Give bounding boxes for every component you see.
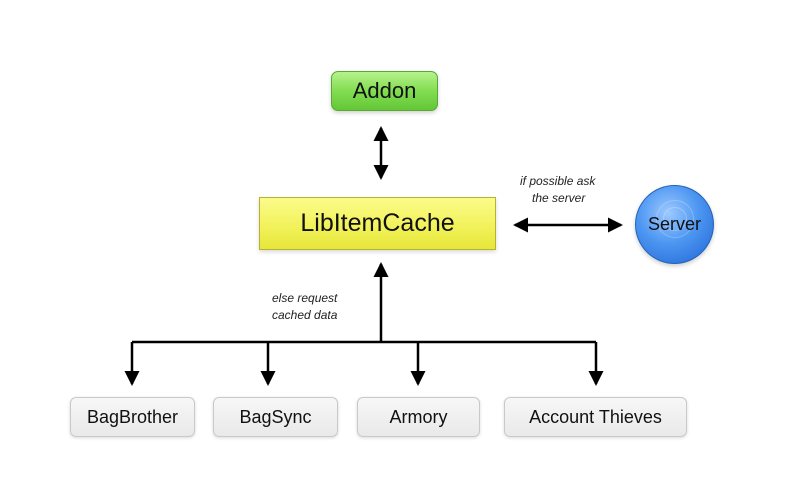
provider-account-thieves: Account Thieves (504, 397, 687, 437)
server-annotation-line-2: the server (532, 191, 586, 205)
cache-annotation-line-1: else request (272, 291, 338, 305)
server-annotation: if possible ask the server (520, 173, 595, 207)
server-node: Server (635, 185, 714, 264)
addon-node: Addon (331, 71, 438, 111)
provider-bagsync: BagSync (213, 397, 338, 437)
server-annotation-line-1: if possible ask (520, 174, 596, 188)
cache-annotation: else request cached data (272, 290, 337, 324)
libitemcache-node: LibItemCache (259, 197, 496, 250)
cache-annotation-line-2: cached data (272, 308, 338, 322)
server-ring-decoration (663, 207, 687, 231)
server-ring-decoration (656, 200, 694, 238)
server-label: Server (647, 214, 701, 234)
provider-bagbrother: BagBrother (70, 397, 195, 437)
provider-armory: Armory (357, 397, 480, 437)
